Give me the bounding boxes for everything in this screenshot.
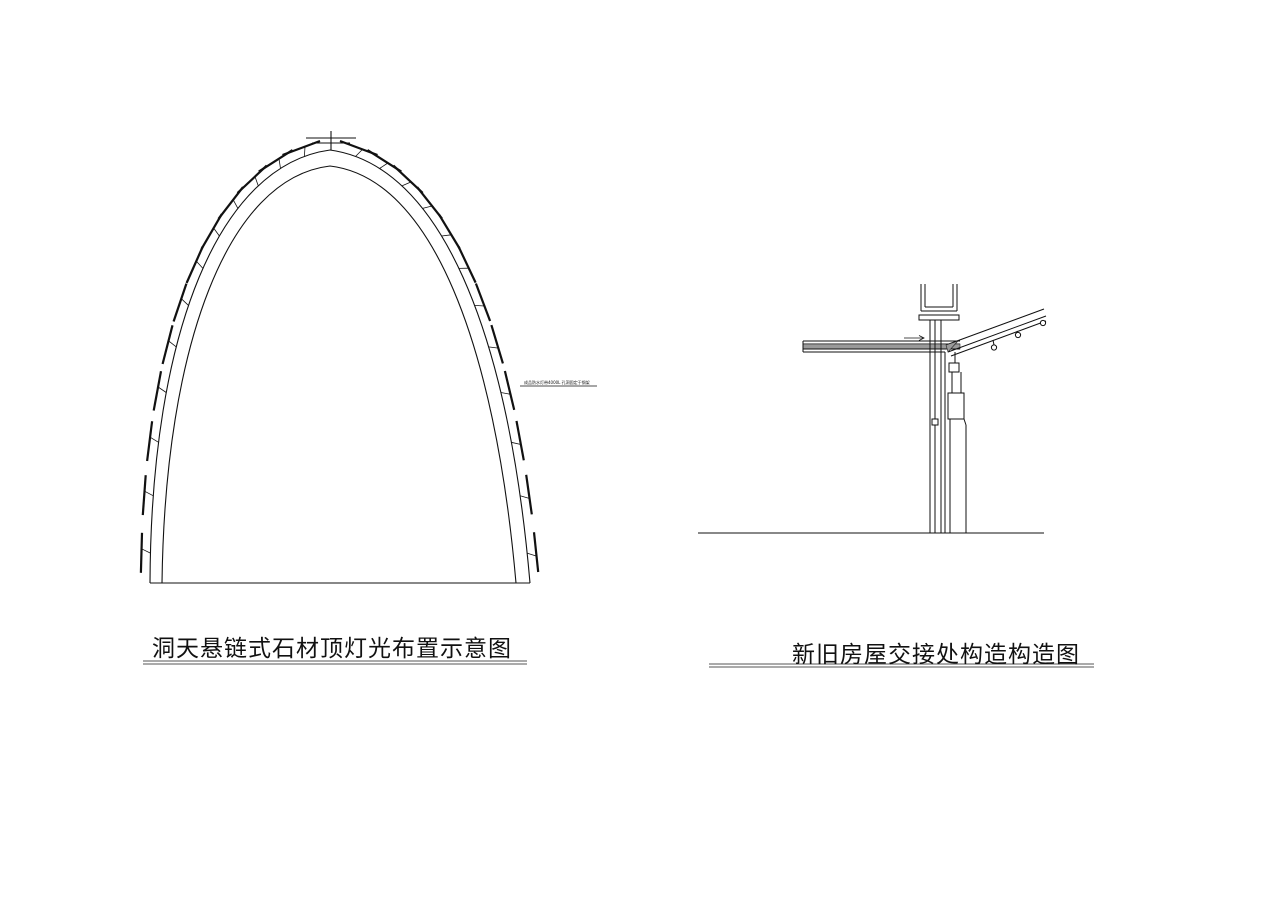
stone-light-plate <box>517 421 524 460</box>
stone-light-hanger <box>150 437 158 442</box>
stone-light-plate <box>439 214 460 248</box>
stone-light-hanger <box>475 305 485 306</box>
stone-light-plate <box>163 325 173 364</box>
drain-arrow-mark <box>904 336 924 341</box>
new-wall-section <box>948 352 966 533</box>
stone-light-plate <box>141 533 142 573</box>
stone-light-plate <box>202 214 222 249</box>
stone-light-hanger <box>423 206 433 208</box>
vault-drawing-caption: 洞天悬链式石材顶灯光布置示意图 <box>152 629 512 663</box>
junction-section-drawing <box>698 284 1046 533</box>
stone-light-hanger <box>442 235 452 236</box>
sloped-roof <box>946 309 1046 356</box>
stone-light-hanger <box>158 387 166 393</box>
vault-note-text: 成品防水灯带4000L 孔洞固定于钢架 <box>524 379 590 385</box>
stone-lights-group <box>141 141 538 573</box>
stone-light-hanger <box>145 491 154 496</box>
stone-light-plate <box>459 247 476 283</box>
flat-roof-slab <box>803 341 960 352</box>
stone-light-hanger <box>402 182 411 186</box>
stone-light-hanger <box>356 149 363 156</box>
stone-light-hanger <box>196 261 203 268</box>
vault-outer-shell <box>150 150 530 583</box>
stone-light-plate <box>187 247 203 284</box>
stone-light-plate <box>143 475 146 515</box>
stone-light-hanger <box>181 299 188 306</box>
stone-light-plate <box>534 532 538 572</box>
stone-light-plate <box>505 371 514 410</box>
stone-light-hanger <box>255 177 258 186</box>
stone-light-hanger <box>304 147 305 157</box>
stone-light-hanger <box>142 549 151 553</box>
junction-drawing-caption: 新旧房屋交接处构造构造图 <box>792 635 1080 669</box>
stone-light-plate <box>417 187 442 218</box>
stone-light-plate <box>147 421 152 461</box>
stone-light-plate <box>491 325 503 363</box>
stone-light-hanger <box>169 341 177 347</box>
stone-light-hanger <box>380 163 388 169</box>
stone-light-hanger <box>489 347 499 348</box>
stone-light-plate <box>526 475 532 515</box>
stone-light-plate <box>154 371 161 410</box>
catenary-vault-drawing: 成品防水灯带4000L 孔洞固定于钢架 <box>141 131 597 583</box>
stone-light-hanger <box>214 228 220 236</box>
stone-light-hanger <box>527 553 536 556</box>
stone-light-hanger <box>233 200 238 209</box>
gutter-bracket <box>919 284 959 320</box>
vault-inner-shell <box>162 166 516 583</box>
stone-light-hanger <box>279 159 281 169</box>
vault-top-cap <box>306 131 356 150</box>
